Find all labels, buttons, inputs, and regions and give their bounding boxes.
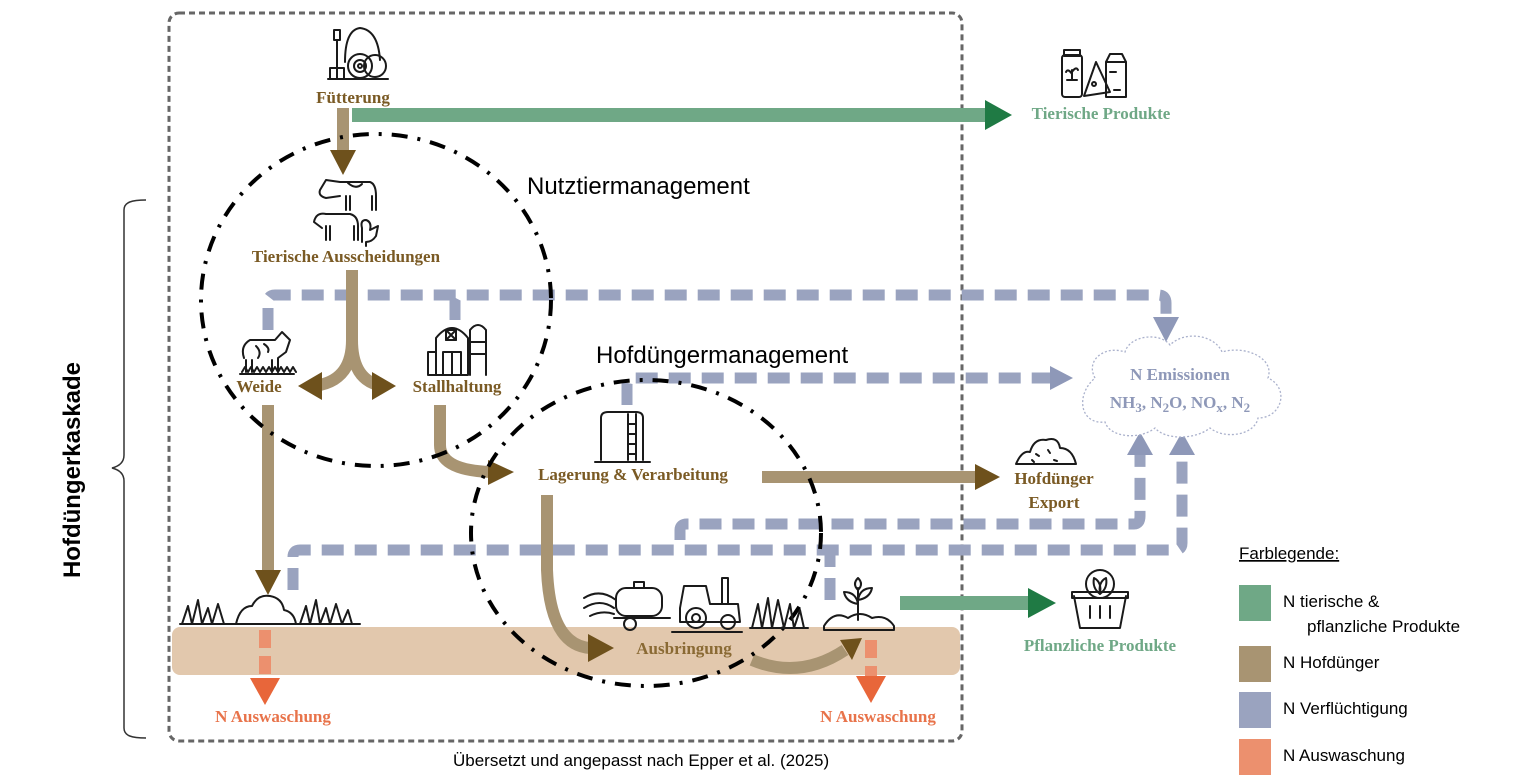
leaching-flows	[259, 630, 877, 680]
cascade-side-label: Hofdüngerkaskade	[59, 362, 86, 578]
node-manure-export-line2: Export	[1029, 493, 1080, 512]
crop-grass-icon	[749, 597, 809, 629]
emissions-cloud	[1082, 335, 1282, 438]
legend-label-products-line2: pflanzliche Produkte	[1307, 617, 1460, 636]
flow-plant-products	[900, 596, 1030, 610]
dairy-cheese-icon	[1061, 49, 1127, 98]
flow-application-to-crop	[749, 644, 849, 674]
slurry-tank-icon	[594, 411, 651, 463]
region-livestock-management: Nutztiermanagement	[527, 173, 750, 200]
produce-basket-icon	[1071, 569, 1129, 629]
volatilization-flows	[262, 289, 1188, 600]
legend-label-products: N tierische &	[1283, 592, 1380, 611]
grazing-cow-icon	[239, 331, 297, 375]
color-legend: Farblegende: N tierische & pflanzliche P…	[1239, 544, 1460, 775]
livestock-icon	[313, 179, 379, 247]
hay-pitchfork-icon	[327, 27, 389, 80]
node-storage-processing: Lagerung & Verarbeitung	[538, 465, 728, 484]
node-animal-excretions: Tierische Ausscheidungen	[252, 247, 441, 266]
flow-storage-to-application	[541, 495, 591, 654]
arrowhead-crop	[840, 638, 862, 660]
livestock-management-circle	[199, 132, 553, 468]
arrowhead-animal-products	[985, 100, 1012, 130]
product-flows	[352, 100, 1056, 618]
legend-swatch-volatilization	[1239, 692, 1271, 728]
arrowhead-leaching-left	[250, 678, 280, 705]
flow-housing-to-storage	[434, 405, 491, 478]
node-leaching-left: N Auswaschung	[215, 707, 331, 726]
arrowhead-application	[588, 634, 614, 662]
arrowhead-export	[975, 464, 1000, 490]
legend-label-leaching: N Auswaschung	[1283, 746, 1405, 765]
node-pasture: Weide	[236, 377, 282, 396]
node-animal-products: Tierische Produkte	[1032, 104, 1171, 123]
arrowhead-field	[255, 570, 281, 595]
volatilization-arrowhead-up-1	[1127, 432, 1153, 455]
legend-label-volatilization: N Verflüchtigung	[1283, 699, 1408, 718]
manure-management-circle	[469, 378, 823, 688]
legend-swatch-products	[1239, 585, 1271, 621]
volatilization-flow-storage	[621, 372, 1050, 405]
volatilization-flow-housing	[449, 289, 463, 320]
source-caption: Übersetzt und angepasst nach Epper et al…	[453, 751, 829, 770]
arrowhead-plant-products	[1028, 588, 1056, 618]
manure-flows	[262, 108, 975, 674]
arrowhead-leaching-right	[856, 676, 886, 703]
cascade-bracket	[111, 199, 147, 739]
node-leaching-right: N Auswaschung	[820, 707, 936, 726]
node-housing: Stallhaltung	[413, 377, 502, 396]
volatilization-flow-fields	[287, 455, 1188, 590]
barn-silo-icon	[427, 324, 487, 376]
arrowhead-animals	[330, 150, 356, 175]
manure-arrowheads	[255, 150, 1000, 662]
arrowhead-pasture	[298, 372, 322, 400]
legend-label-manure: N Hofdünger	[1283, 653, 1380, 672]
flow-to-pasture	[318, 270, 358, 391]
manure-pile-icon	[1015, 438, 1077, 465]
tractor-spreader-icon	[583, 577, 743, 633]
arrowhead-storage	[488, 460, 514, 485]
node-feeding: Fütterung	[316, 88, 390, 107]
legend-title: Farblegende:	[1239, 544, 1339, 563]
region-manure-management: Hofdüngermanagement	[596, 342, 848, 369]
emissions-title: N Emissionen	[1130, 365, 1230, 384]
legend-swatch-leaching	[1239, 739, 1271, 775]
node-plant-products: Pflanzliche Produkte	[1024, 636, 1177, 655]
emissions-compounds: NH3, N2O, NOx, N2	[1110, 393, 1250, 415]
node-manure-export-line1: Hofdünger	[1014, 469, 1094, 488]
flow-animal-products	[352, 108, 988, 122]
node-application: Ausbringung	[636, 639, 732, 658]
seedling-icon	[823, 577, 895, 631]
volatilization-arrowhead-top	[1153, 317, 1179, 342]
legend-swatch-manure	[1239, 646, 1271, 682]
arrowhead-housing	[372, 372, 396, 400]
volatilization-arrowhead-up-2	[1169, 432, 1195, 455]
volatilization-flow-pasture	[262, 289, 1172, 330]
pasture-manure-icon	[179, 594, 361, 625]
farm-boundary	[167, 11, 964, 743]
volatilization-arrowhead-storage	[1050, 366, 1073, 390]
volatilization-flow-application	[674, 455, 1146, 540]
